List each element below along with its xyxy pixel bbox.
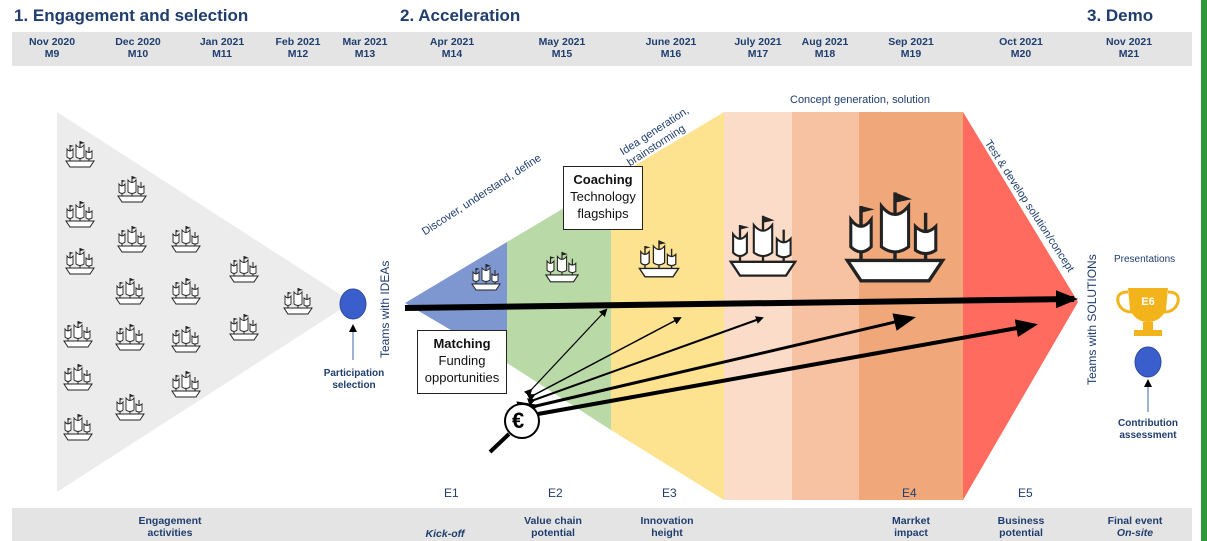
matching-title: Matching	[433, 336, 491, 351]
contribution-label: Contribution assessment	[1118, 418, 1178, 441]
timeline-bar	[12, 32, 1192, 66]
participation-dot	[339, 288, 367, 320]
presentations-label: Presentations	[1114, 254, 1176, 265]
euro-magnifier-icon	[504, 403, 540, 439]
main-progress-arrow	[404, 290, 1078, 311]
phase-title-demo: 3. Demo	[1087, 6, 1154, 25]
phase-title-acceleration: 2. Acceleration	[400, 6, 521, 25]
trophy-label: E6	[1141, 296, 1155, 308]
stage-concept-2	[792, 112, 859, 500]
contribution-dot	[1134, 346, 1162, 378]
trophy-icon	[1116, 288, 1180, 336]
bottom-engagement: Engagement activities	[138, 515, 202, 539]
coaching-box: Coaching Technology flagships	[563, 166, 643, 230]
phase-title-engagement: 1. Engagement and selection	[14, 6, 249, 25]
event-e4: E4	[902, 486, 917, 500]
participation-label: Participation selection	[323, 368, 385, 391]
stage-concept-3	[859, 112, 963, 500]
coaching-title: Coaching	[573, 172, 633, 187]
bottom-value-chain: Value chain potential	[524, 515, 582, 539]
bottom-kickoff: Kick-off	[425, 528, 465, 540]
bottom-market: Marrket impact	[892, 515, 930, 539]
event-e3: E3	[662, 486, 677, 500]
teams-ideas-label: Teams with IDEAs	[378, 260, 392, 358]
event-e2: E2	[548, 486, 563, 500]
right-edge-bar	[1201, 0, 1207, 541]
event-e5: E5	[1018, 486, 1033, 500]
stage-test	[963, 112, 1078, 500]
euro-sign: €	[512, 408, 525, 433]
engagement-funnel	[57, 112, 352, 492]
stage-label-concept: Concept generation, solution	[790, 94, 931, 106]
bottom-bar	[12, 508, 1192, 541]
teams-solutions-label: Teams with SOLUTIONs	[1085, 254, 1099, 385]
event-e1: E1	[444, 486, 459, 500]
bottom-business: Business potential	[997, 515, 1045, 539]
bottom-innovation: Innovation height	[640, 515, 694, 539]
matching-box: Matching Funding opportunities	[417, 330, 507, 394]
